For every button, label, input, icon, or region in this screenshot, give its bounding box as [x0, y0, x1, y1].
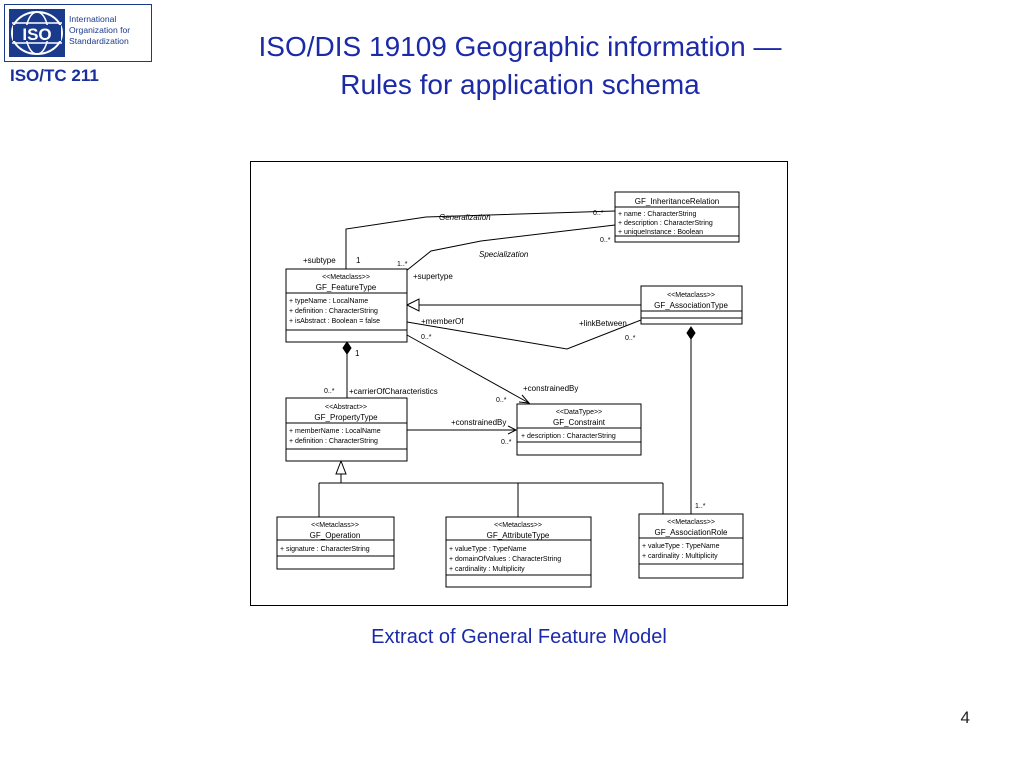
multiplicity-label: 1: [355, 349, 360, 358]
class-attr: + definition : CharacterString: [289, 438, 378, 445]
iso-logo-mark: ISO: [22, 25, 51, 44]
class-stereotype: <<Metaclass>>: [494, 522, 542, 529]
class-stereotype: <<Metaclass>>: [667, 519, 715, 526]
class-attr: + valueType : TypeName: [449, 546, 527, 553]
constrained-by-role-label: +constrainedBy: [523, 384, 578, 393]
multiplicity-label: 0..*: [625, 335, 636, 342]
multiplicity-label: 0..*: [600, 237, 611, 244]
class-stereotype: <<Metaclass>>: [667, 292, 715, 299]
slide-title: ISO/DIS 19109 Geographic information — R…: [170, 28, 870, 104]
class-attr: + signature : CharacterString: [280, 546, 370, 553]
uml-diagram: GF_InheritanceRelation + name : Characte…: [250, 161, 788, 606]
feature-constraint-arrow: [518, 394, 531, 404]
multiplicity-label: 0..*: [593, 210, 604, 217]
class-property-type: <<Abstract>> GF_PropertyType + memberNam…: [285, 397, 408, 462]
class-attr: + memberName : LocalName: [289, 428, 381, 435]
subtype-role-label: +subtype: [303, 256, 336, 265]
class-name: GF_AssociationRole: [655, 528, 728, 537]
generalization-line: [345, 210, 616, 269]
class-attr: + typeName : LocalName: [289, 298, 368, 305]
diagram-caption: Extract of General Feature Model: [371, 626, 667, 648]
class-name: GF_Constraint: [553, 418, 606, 427]
multiplicity-label: 1..*: [397, 261, 408, 268]
property-constraint-arrow: [507, 425, 518, 435]
specialization-label: Specialization: [479, 250, 529, 259]
class-attribute-type: <<Metaclass>> GF_AttributeType + valueTy…: [445, 516, 592, 588]
class-name: GF_AssociationType: [654, 301, 728, 310]
class-stereotype: <<Metaclass>>: [311, 522, 359, 529]
logo-line-1: International: [69, 14, 117, 24]
multiplicity-label: 0..*: [496, 397, 507, 404]
class-feature-type: <<Metaclass>> GF_FeatureType + typeName …: [285, 268, 408, 343]
class-stereotype: <<Abstract>>: [325, 404, 367, 411]
multiplicity-label: 1: [356, 256, 361, 265]
link-between-role-label: +linkBetween: [579, 319, 627, 328]
member-of-link: [406, 319, 642, 350]
class-operation: <<Metaclass>> GF_Operation + signature :…: [276, 516, 395, 570]
iso-logo: ISO International Organization for Stand…: [4, 4, 152, 62]
class-association-role: <<Metaclass>> GF_AssociationRole + value…: [638, 513, 744, 579]
title-line-2: Rules for application schema: [340, 69, 700, 100]
supertype-role-label: +supertype: [413, 272, 453, 281]
class-attr: + cardinality : Multiplicity: [642, 553, 718, 560]
class-attr: + cardinality : Multiplicity: [449, 566, 525, 573]
constrained-by-role-label: +constrainedBy: [451, 418, 506, 427]
class-attr: + valueType : TypeName: [642, 543, 720, 550]
class-attr: + domainOfValues : CharacterString: [449, 556, 561, 563]
member-of-role-label: +memberOf: [421, 317, 464, 326]
class-attr: + definition : CharacterString: [289, 308, 378, 315]
specialization-line: [405, 224, 616, 272]
class-attr: + uniqueInstance : Boolean: [618, 229, 703, 236]
multiplicity-label: 0..*: [421, 334, 432, 341]
class-attr: + name : CharacterString: [618, 211, 697, 218]
logo-line-3: Standardization: [69, 36, 129, 46]
generalization-label: Generalization: [439, 213, 491, 222]
carrier-role-label: +carrierOfCharacteristics: [349, 387, 438, 396]
class-name: GF_FeatureType: [316, 283, 377, 292]
class-stereotype: <<DataType>>: [556, 409, 602, 416]
class-name: GF_InheritanceRelation: [635, 197, 720, 206]
class-attr: + description : CharacterString: [521, 433, 616, 440]
class-name: GF_PropertyType: [314, 413, 378, 422]
multiplicity-label: 0..*: [501, 439, 512, 446]
feature-constraint-link: [406, 334, 530, 404]
multiplicity-label: 0..*: [324, 388, 335, 395]
generalization-arrowhead: [405, 298, 420, 312]
class-stereotype: <<Metaclass>>: [322, 274, 370, 281]
class-name: GF_Operation: [310, 531, 361, 540]
logo-line-2: Organization for: [69, 25, 131, 35]
class-association-type: <<Metaclass>> GF_AssociationType: [640, 285, 743, 325]
class-name: GF_AttributeType: [487, 531, 550, 540]
class-constraint: <<DataType>> GF_Constraint + description…: [516, 403, 642, 456]
page-number: 4: [960, 708, 970, 727]
uml-diagram-canvas: GF_InheritanceRelation + name : Characte…: [276, 191, 744, 588]
class-attr: + isAbstract : Boolean = false: [289, 318, 380, 325]
class-inheritance-relation: GF_InheritanceRelation + name : Characte…: [614, 191, 740, 243]
multiplicity-label: 1..*: [695, 503, 706, 510]
committee-label: ISO/TC 211: [10, 66, 99, 85]
title-line-1: ISO/DIS 19109 Geographic information —: [258, 31, 782, 62]
composition-diamond-feature: [342, 341, 352, 355]
composition-diamond-association: [686, 326, 696, 340]
iso-globe-icon: ISO: [9, 9, 65, 57]
property-generalization-arrowhead: [335, 459, 347, 475]
iso-logo-text: International Organization for Standardi…: [69, 14, 153, 47]
class-attr: + description : CharacterString: [618, 220, 713, 227]
